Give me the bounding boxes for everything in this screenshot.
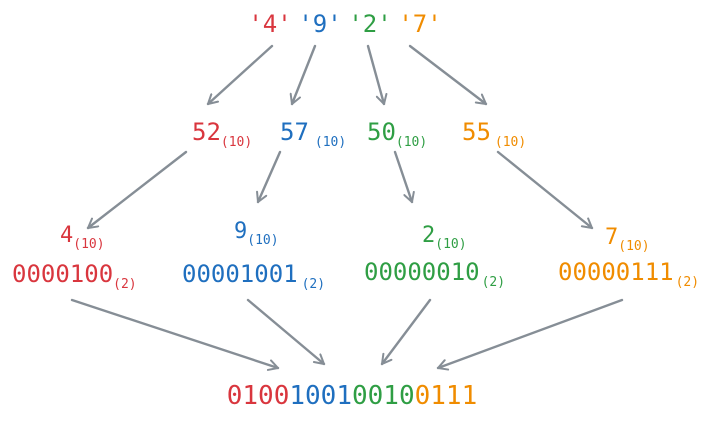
char-label-2: '9' [298, 10, 341, 38]
result-binary: 0100100100100111 [227, 381, 478, 411]
digit-label-2: 9(10) [234, 219, 279, 248]
char-label-3: '2' [348, 10, 391, 38]
arrow-ascii-55 [496, 150, 594, 230]
arrow-ascii-52 [86, 150, 188, 230]
char-label-4: '7' [398, 10, 441, 38]
arrow-bin-7 [436, 298, 624, 371]
arrow-ascii-50 [393, 150, 415, 204]
char-label-1: '4' [248, 10, 291, 38]
arrows-binary-to-result [70, 298, 624, 371]
arrows-ascii-to-digit [86, 150, 594, 230]
arrow-char-2 [366, 44, 388, 106]
arrow-char-7 [408, 44, 488, 106]
binary-label-2: 00001001(2) [182, 260, 325, 292]
arrow-char-9 [289, 44, 317, 106]
arrow-bin-9 [246, 298, 326, 366]
digit-label-4: 7(10) [605, 225, 650, 254]
arrow-ascii-57 [256, 150, 282, 204]
digit-label-3: 2(10) [422, 223, 467, 252]
ascii-label-2: 57(10) [280, 118, 346, 150]
arrows-char-to-ascii [206, 44, 488, 106]
ascii-label-3: 50(10) [367, 118, 427, 150]
ascii-label-1: 52(10) [192, 118, 252, 150]
binary-label-1: 0000100(2) [12, 260, 137, 292]
ascii-label-4: 55(10) [462, 118, 526, 150]
arrow-bin-2 [380, 298, 432, 366]
digit-label-1: 4(10) [60, 223, 105, 252]
arrow-bin-4 [70, 298, 280, 371]
binary-label-4: 00000111(2) [558, 258, 699, 290]
binary-label-3: 00000010(2) [364, 258, 505, 290]
arrow-char-4 [206, 44, 274, 106]
